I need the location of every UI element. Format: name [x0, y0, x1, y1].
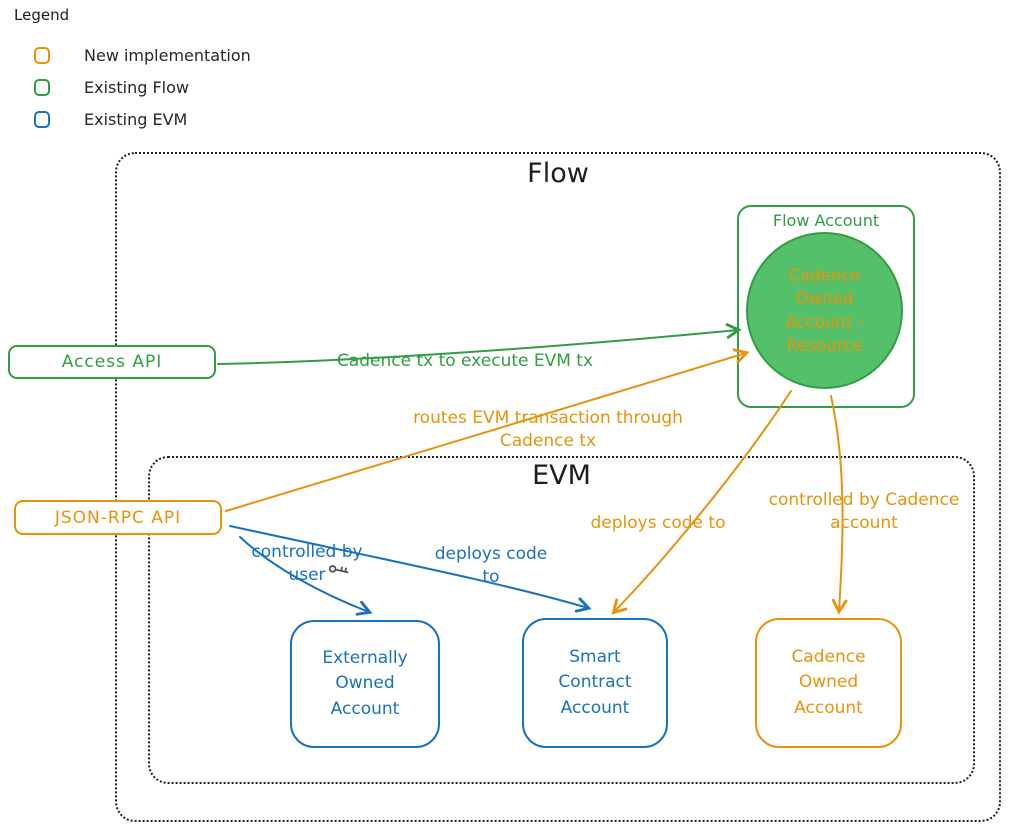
edge-controlled-by-user-label: controlled by user: [251, 542, 363, 585]
flow-group-label: Flow: [527, 158, 589, 189]
legend-item-label: New implementation: [84, 46, 251, 65]
externally-owned-account-node: Externally Owned Account: [290, 620, 440, 748]
edge-deploys-code-user-label: deploys code to: [434, 544, 548, 587]
legend-item-existing-flow: Existing Flow: [34, 78, 189, 97]
cadence-owned-account-resource-label: Cadence Owned Account - Resource: [785, 265, 864, 355]
flow-account-label: Flow Account: [772, 211, 880, 230]
existing-evm-swatch: [34, 111, 50, 128]
edge-cadence-tx-label: Cadence tx to execute EVM tx: [336, 351, 594, 371]
legend-item-label: Existing Flow: [84, 78, 189, 97]
externally-owned-account-label: Externally Owned Account: [322, 647, 408, 719]
json-rpc-api-label: JSON-RPC API: [54, 507, 182, 528]
access-api-label: Access API: [61, 352, 163, 372]
key-icon: [325, 557, 355, 588]
smart-contract-account-node: Smart Contract Account: [522, 618, 668, 748]
cadence-owned-account-node: Cadence Owned Account: [755, 618, 902, 748]
legend-item-existing-evm: Existing EVM: [34, 110, 187, 129]
access-api-node: Access API: [8, 345, 216, 379]
flow-group-container: [115, 152, 1001, 822]
cadence-owned-account-resource-node: Cadence Owned Account - Resource: [746, 232, 903, 389]
edge-routes-evm-label: routes EVM transaction through Cadence t…: [413, 408, 683, 451]
legend-item-label: Existing EVM: [84, 110, 188, 129]
edge-controlled-by-cadence-label: controlled by Cadence account: [768, 490, 960, 533]
edge-deploys-code-coa-label: deploys code to: [590, 513, 726, 533]
evm-group-label: EVM: [532, 460, 591, 491]
smart-contract-account-label: Smart Contract Account: [558, 646, 632, 718]
cadence-owned-account-label: Cadence Owned Account: [791, 646, 866, 718]
flow-account-node: [737, 205, 915, 408]
json-rpc-api-node: JSON-RPC API: [14, 500, 222, 535]
existing-flow-swatch: [34, 79, 50, 96]
legend-title: Legend: [14, 6, 70, 24]
legend-item-new-implementation: New implementation: [34, 46, 251, 65]
new-implementation-swatch: [34, 47, 50, 64]
